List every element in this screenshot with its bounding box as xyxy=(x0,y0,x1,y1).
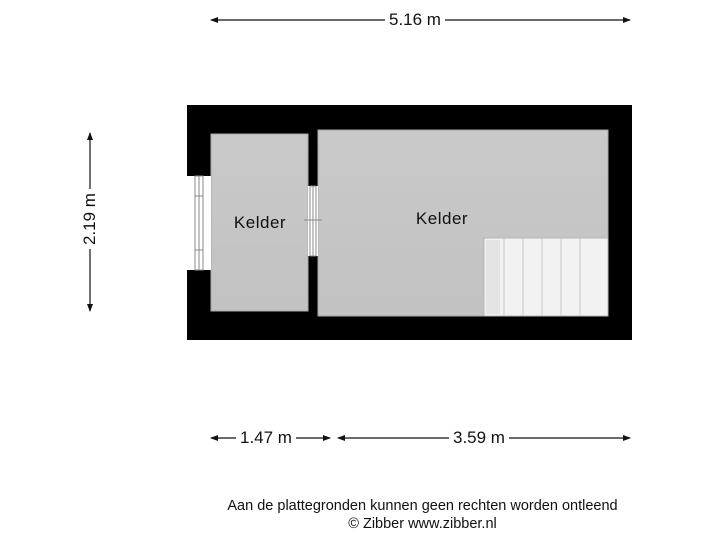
total-width-label: 5.16 m xyxy=(385,10,445,30)
right-room-width-label: 3.59 m xyxy=(449,428,509,448)
copyright-text: © Zibber www.zibber.nl xyxy=(348,516,497,532)
room-label-right: Kelder xyxy=(416,209,468,228)
total-height-label: 2.19 m xyxy=(80,189,100,249)
window-left xyxy=(187,175,211,271)
left-room-width-label: 1.47 m xyxy=(236,428,296,448)
door-opening xyxy=(304,185,322,257)
disclaimer-text: Aan de plattegronden kunnen geen rechten… xyxy=(227,498,618,514)
staircase xyxy=(483,237,609,317)
room-label-left: Kelder xyxy=(234,213,286,232)
